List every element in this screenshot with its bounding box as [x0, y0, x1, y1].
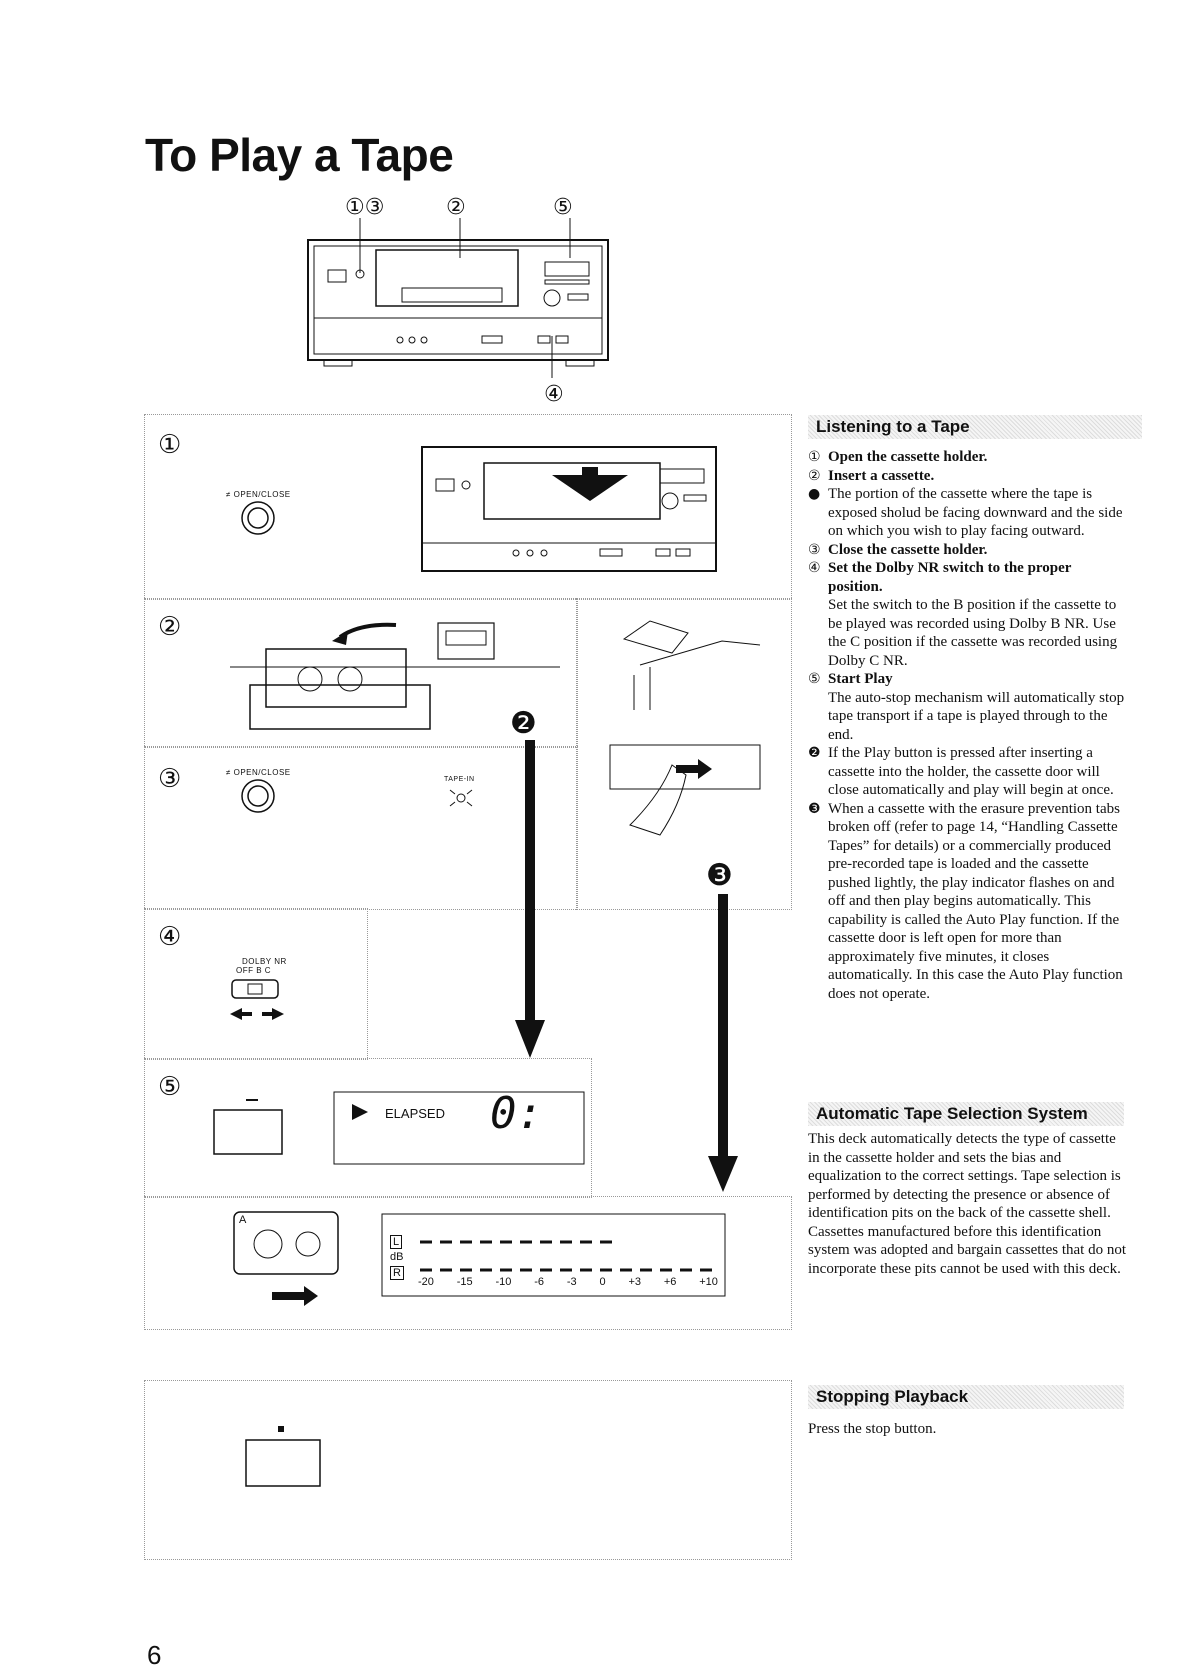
page-number: 6: [147, 1640, 162, 1670]
meter-scale-tick: -3: [566, 1276, 577, 1288]
flow-arrow-2: [515, 740, 545, 1058]
tape-side-label: A: [239, 1214, 247, 1226]
step-1-number: ①: [158, 430, 182, 460]
ats-text: This deck automatically detects the type…: [808, 1131, 1126, 1277]
list-item: The auto-stop mechanism will automatical…: [808, 689, 1128, 745]
open-close-button-icon-step3: [241, 779, 275, 813]
meter-scale-tick: +6: [663, 1276, 677, 1288]
cassette-side-a-icon: [233, 1211, 339, 1306]
open-close-label: ≠ OPEN/CLOSE: [226, 490, 291, 499]
list-item: ❷ If the Play button is pressed after ins…: [808, 744, 1128, 800]
item-text: Insert a cassette.: [828, 467, 935, 484]
overview-callout-4: ④: [544, 382, 564, 407]
listening-heading: Listening to a Tape: [808, 415, 1142, 439]
meter-scale-tick: 0: [599, 1276, 606, 1288]
item-text: The portion of the cassette where the ta…: [828, 486, 1123, 539]
step-3-panel: [144, 746, 578, 910]
stopping-heading: Stopping Playback: [808, 1385, 1124, 1409]
step-1-panel: [144, 414, 792, 600]
list-item: ④ Set the Dolby NR switch to the proper p…: [808, 559, 1128, 596]
item-text: If the Play button is pressed after inse…: [828, 745, 1114, 798]
flow-arrow-3: [708, 894, 738, 1192]
dolby-positions-label: OFF B C: [236, 966, 272, 975]
meter-scale-tick: +3: [628, 1276, 642, 1288]
overview-callout-1-3: ①③: [345, 195, 385, 220]
deck-open-holder-illustration: [421, 446, 717, 572]
list-item: ● The portion of the cassette where the t…: [808, 485, 1128, 541]
bullet-icon: ●: [808, 486, 821, 502]
meter-panel: [144, 1196, 792, 1330]
ats-heading: Automatic Tape Selection System: [808, 1102, 1124, 1126]
list-item: ⑤ Start Play: [808, 670, 1128, 689]
tape-in-indicator-icon: [449, 789, 473, 807]
flow-marker-3: ❸: [706, 858, 733, 893]
item-text: Set the Dolby NR switch to the proper po…: [828, 560, 1072, 595]
item-marker: ④: [808, 560, 821, 576]
overview-deck-illustration: [307, 218, 609, 378]
item-marker: [808, 596, 828, 670]
item-marker: [808, 689, 828, 745]
open-close-label-step3: ≠ OPEN/CLOSE: [226, 768, 291, 777]
insert-cassette-illustration: [230, 622, 560, 730]
item-text: Open the cassette holder.: [828, 449, 988, 465]
item-marker: ❸: [808, 800, 821, 817]
elapsed-label: ELAPSED: [385, 1106, 445, 1121]
item-marker: ②: [808, 467, 821, 484]
list-item: ① Open the cassette holder.: [808, 448, 1128, 467]
item-text: Close the cassette holder.: [828, 541, 988, 558]
step-3-number: ③: [158, 764, 182, 794]
dolby-nr-label: DOLBY NR: [242, 957, 287, 966]
level-meter-display: [381, 1213, 726, 1297]
flow-marker-2: ❷: [510, 706, 537, 741]
page-title: To Play a Tape: [145, 129, 454, 181]
meter-l-label: L: [390, 1235, 403, 1249]
item-text: The auto-stop mechanism will automatical…: [828, 689, 1125, 743]
item-text: When a cassette with the erasure prevent…: [828, 800, 1123, 1002]
play-button-icon: [213, 1099, 283, 1155]
item-text: Set the switch to the B position if the …: [828, 597, 1118, 669]
step-2-panel: [144, 598, 578, 748]
meter-scale-tick: -15: [456, 1276, 473, 1288]
open-close-button-icon: [241, 501, 275, 535]
step-4-panel: [144, 908, 368, 1060]
elapsed-display-illustration: [333, 1091, 585, 1165]
dolby-switch-icon: [230, 979, 284, 1020]
stopping-text: Press the stop button.: [808, 1421, 937, 1437]
item-text: Start Play: [828, 671, 893, 687]
list-item: ② Insert a cassette.: [808, 467, 1128, 486]
item-marker: ①: [808, 449, 821, 465]
meter-scale: -20 -15 -10 -6 -3 0 +3 +6 +10: [418, 1276, 718, 1288]
step-4-number: ④: [158, 922, 182, 952]
meter-scale-tick: -10: [495, 1276, 512, 1288]
finger-press-illustration: [609, 744, 761, 836]
listening-items: ① Open the cassette holder. ② Insert a cas…: [808, 448, 1128, 1003]
overview-callout-2: ②: [446, 195, 466, 220]
list-item: Set the switch to the B position if the …: [808, 596, 1128, 670]
meter-scale-tick: +10: [699, 1276, 718, 1288]
overview-callout-5: ⑤: [553, 195, 573, 220]
step-5-panel: [144, 1058, 592, 1198]
step-2b-panel: [576, 598, 792, 910]
item-marker: ③: [808, 541, 821, 558]
counter-readout: 0:: [490, 1088, 543, 1139]
meter-db-label: dB: [390, 1251, 404, 1263]
stop-button-icon: [245, 1426, 321, 1487]
stop-panel: [144, 1380, 792, 1560]
item-marker: ⑤: [808, 671, 821, 687]
tape-in-label: TAPE-IN: [444, 776, 475, 783]
meter-scale-tick: -20: [418, 1276, 434, 1288]
meter-scale-tick: -6: [534, 1276, 545, 1288]
step-5-number: ⑤: [158, 1072, 182, 1102]
meter-r-label: R: [390, 1266, 404, 1280]
list-item: ❸ When a cassette with the erasure preven…: [808, 800, 1128, 1004]
item-marker: ❷: [808, 745, 821, 761]
list-item: ③ Close the cassette holder.: [808, 541, 1128, 560]
cassette-holder-detail-illustration: [622, 620, 761, 710]
step-2-number: ②: [158, 612, 182, 642]
